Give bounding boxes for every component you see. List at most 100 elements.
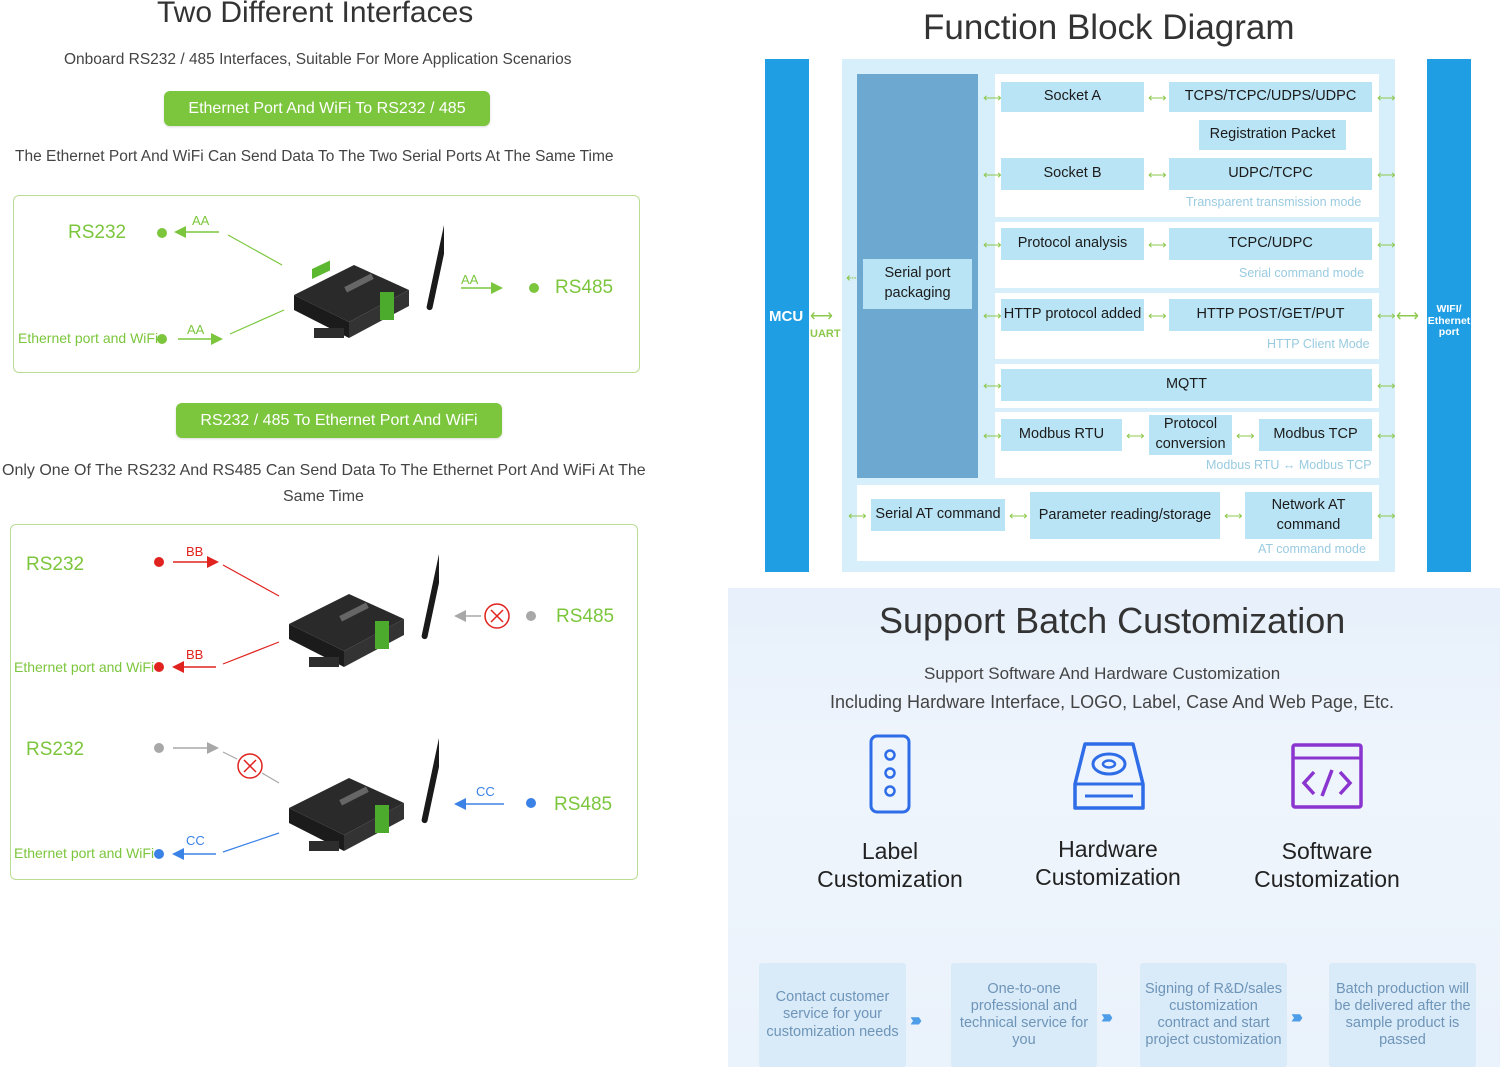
process-step-1: Contact customer service for your custom… bbox=[759, 963, 906, 1067]
wifi-ethernet-label: WIFI/ Ethernet port bbox=[1426, 303, 1472, 339]
wifi-ethernet-l2: Ethernet bbox=[1427, 314, 1471, 327]
serial-packaging-l2: packaging bbox=[884, 285, 951, 301]
serial-packaging-box: Serial port packaging bbox=[863, 259, 972, 309]
hardware-l2: Customization bbox=[1035, 863, 1181, 890]
data-label-cc: CC bbox=[476, 784, 495, 799]
gateway-device-image bbox=[294, 212, 444, 338]
http-added-box: HTTP protocol added bbox=[1001, 299, 1144, 331]
rs232-port-dot bbox=[154, 743, 164, 753]
connector-arrow: ⟷ bbox=[1377, 378, 1396, 393]
parameter-rw-box: Parameter reading/storage bbox=[1030, 492, 1220, 539]
rs485-label: RS485 bbox=[556, 606, 615, 627]
connector-arrow: ⟷ bbox=[1009, 508, 1028, 523]
rs232-label: RS232 bbox=[26, 739, 85, 760]
mqtt-box: MQTT bbox=[1001, 369, 1372, 401]
serial-packaging-l1: Serial port bbox=[884, 265, 951, 282]
connector-arrow: ⟷ bbox=[1148, 237, 1167, 252]
mode2-arrows bbox=[172, 556, 510, 860]
rs485-label: RS485 bbox=[554, 794, 613, 815]
connector-arrow: ⟷ bbox=[983, 237, 1002, 252]
connector-arrow: ⟷ bbox=[1377, 308, 1396, 323]
process-step-4: Batch production will be delivered after… bbox=[1329, 963, 1476, 1067]
label-customization-text: Label Customization bbox=[790, 838, 990, 893]
mode2-button[interactable]: RS232 / 485 To Ethernet Port And WiFi bbox=[176, 403, 502, 438]
label-icon bbox=[869, 734, 911, 814]
socket-a-box: Socket A bbox=[1001, 82, 1144, 112]
hardware-l1: Hardware bbox=[1058, 836, 1158, 862]
data-label-aa: AA bbox=[187, 322, 205, 337]
ethernet-port-dot bbox=[157, 334, 167, 344]
mode1-arrows bbox=[174, 226, 503, 345]
connector-arrow: ⟷ bbox=[1377, 237, 1396, 252]
connector-arrow: ⟷ bbox=[983, 167, 1002, 182]
rs232-label: RS232 bbox=[68, 222, 127, 243]
data-label-aa: AA bbox=[192, 213, 210, 228]
hardware-drive-icon bbox=[1073, 742, 1145, 810]
packaging-arrow: ⇠ bbox=[846, 270, 857, 285]
connector-arrow: ⟷ bbox=[1148, 90, 1167, 105]
modbus-mode-label: Modbus RTU ↔ Modbus TCP bbox=[1206, 458, 1372, 472]
serial-command-mode-label: Serial command mode bbox=[1239, 266, 1365, 280]
mode2-description-line2: Same Time bbox=[283, 488, 364, 505]
rs232-port-dot bbox=[157, 228, 167, 238]
connector-arrow: ⟷ bbox=[1148, 167, 1167, 182]
label-l2: Customization bbox=[817, 865, 963, 892]
batch-title: Support Batch Customization bbox=[879, 600, 1346, 641]
protocol-analysis-box: Protocol analysis bbox=[1001, 228, 1144, 260]
mode2-description-line1: Only One Of The RS232 And RS485 Can Send… bbox=[2, 462, 646, 479]
protocol-conversion-l1: Protocol bbox=[1163, 416, 1218, 433]
software-customization-text: Software Customization bbox=[1227, 838, 1427, 893]
connector-arrow: ⟷ bbox=[1377, 90, 1396, 105]
protocol-conversion-box: Protocol conversion bbox=[1149, 415, 1232, 455]
serial-at-box: Serial AT command bbox=[871, 499, 1005, 531]
label-l1: Label bbox=[861, 838, 919, 864]
connector-arrow: ⟷ bbox=[1377, 428, 1396, 443]
udpc-tcpc-box: UDPC/TCPC bbox=[1169, 158, 1372, 190]
rs232-label: RS232 bbox=[26, 554, 85, 575]
connector-arrow: ⟷ bbox=[1224, 508, 1243, 523]
connector-arrow: ⟷ bbox=[1126, 428, 1145, 443]
mode1-diagram: RS232 RS485 Ethernet port and WiFi AA AA… bbox=[13, 195, 640, 373]
software-l2: Customization bbox=[1254, 865, 1400, 892]
protocol-conversion-l2: conversion bbox=[1155, 436, 1226, 452]
tcps-box: TCPS/TCPC/UDPS/UDPC bbox=[1169, 82, 1372, 112]
chevron-right-icon: ›››› bbox=[1291, 1007, 1303, 1027]
chevron-right-icon: ›››› bbox=[1101, 1007, 1113, 1027]
ethernet-wifi-label: Ethernet port and WiFi bbox=[18, 330, 159, 346]
mode1-button[interactable]: Ethernet Port And WiFi To RS232 / 485 bbox=[164, 91, 490, 126]
mcu-bar bbox=[765, 59, 809, 572]
at-mode-label: AT command mode bbox=[1258, 542, 1366, 556]
http-methods-box: HTTP POST/GET/PUT bbox=[1169, 299, 1372, 331]
mode2-diagram: RS232 BB RS485 Ethernet port and WiFi BB… bbox=[10, 524, 638, 880]
rs485-port-dot bbox=[526, 611, 536, 621]
connector-arrow: ⟷ bbox=[983, 378, 1002, 393]
connector-arrow: ⟷ bbox=[983, 308, 1002, 323]
rs232-port-dot bbox=[154, 557, 164, 567]
rs485-port-dot bbox=[529, 283, 539, 293]
ethernet-port-dot bbox=[154, 849, 164, 859]
block-diagram: MCU UART ⟷ Serial port packaging ⇠ Socke… bbox=[760, 56, 1500, 576]
uart-label: UART bbox=[810, 328, 841, 340]
network-at-l1: Network AT bbox=[1271, 496, 1346, 513]
tcpc-udpc-box: TCPC/UDPC bbox=[1169, 228, 1372, 260]
hardware-customization-text: Hardware Customization bbox=[1008, 836, 1208, 891]
network-at-l2: command bbox=[1276, 516, 1341, 533]
modbus-tcp-box: Modbus TCP bbox=[1259, 419, 1372, 451]
ethernet-wifi-label: Ethernet port and WiFi bbox=[14, 659, 155, 675]
transparent-mode-label: Transparent transmission mode bbox=[1186, 195, 1362, 209]
batch-line1: Support Software And Hardware Customizat… bbox=[924, 664, 1281, 683]
left-title: Two Different Interfaces bbox=[157, 0, 474, 29]
connector-arrow: ⟷ bbox=[1148, 308, 1167, 323]
data-label-cc: CC bbox=[186, 833, 205, 848]
gateway-device-image bbox=[289, 725, 439, 851]
ethernet-port-dot bbox=[154, 662, 164, 672]
connector-arrow: ⟷ bbox=[848, 508, 867, 523]
uart-arrow: ⟷ bbox=[810, 308, 833, 325]
connector-arrow: ⟷ bbox=[1377, 508, 1396, 523]
wifi-ethernet-bar bbox=[1427, 59, 1471, 572]
batch-customization-panel: Support Batch Customization Support Soft… bbox=[728, 588, 1500, 1067]
process-step-3: Signing of R&D/sales customization contr… bbox=[1140, 963, 1287, 1067]
mcu-label: MCU bbox=[769, 308, 804, 325]
data-label-bb: BB bbox=[186, 544, 204, 559]
connector-arrow: ⟷ bbox=[1236, 428, 1255, 443]
